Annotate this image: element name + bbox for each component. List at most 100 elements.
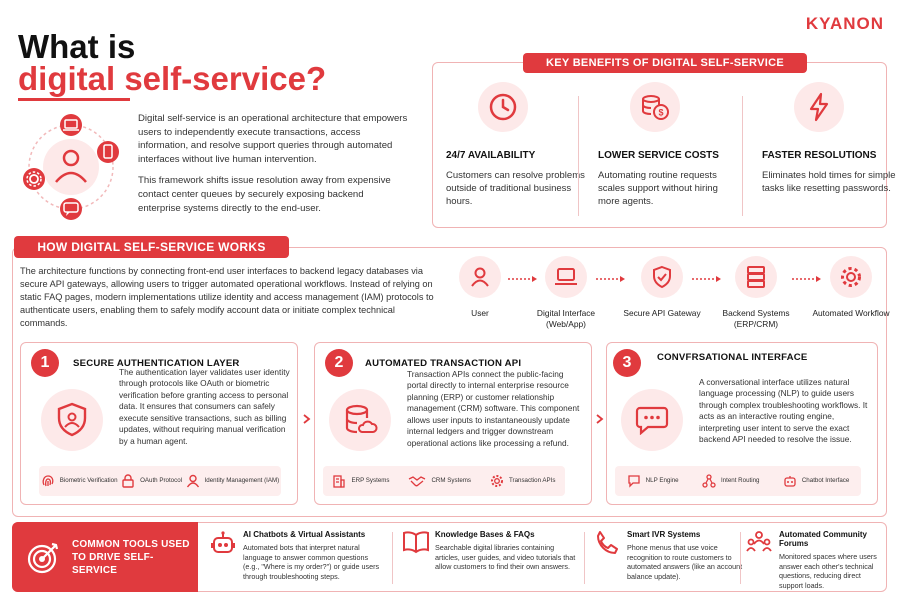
flow-node-digital-interface: Digital Interface (Web/App) xyxy=(526,256,606,330)
flow-label: Backend Systems (ERP/CRM) xyxy=(722,308,790,329)
flow-node-automated-workflow: Automated Workflow xyxy=(811,256,891,319)
flow-node-user: User xyxy=(440,256,520,319)
tool-description: Searchable digital libraries containing … xyxy=(435,543,576,572)
step-description: Transaction APIs connect the public-faci… xyxy=(407,369,580,448)
gear-icon xyxy=(830,256,872,298)
tool-divider xyxy=(740,532,741,584)
svg-text:$: $ xyxy=(658,108,663,118)
shield-lock-icon xyxy=(41,389,103,451)
tool-knowledge-bases: Knowledge Bases & FAQs Searchable digita… xyxy=(402,530,577,572)
title-underline xyxy=(18,98,130,101)
gear-icon xyxy=(490,474,504,488)
benefit-divider xyxy=(578,96,579,216)
common-tools-heading-block: COMMON TOOLS USED TO DRIVE SELF-SERVICE xyxy=(12,522,198,592)
tool-ai-chatbots: AI Chatbots & Virtual Assistants Automat… xyxy=(210,530,385,582)
robot-icon xyxy=(210,530,236,582)
benefit-title: FASTER RESOLUTIONS xyxy=(762,150,877,161)
component-label: ERP Systems xyxy=(351,476,390,484)
flow-node-api-gateway: Secure API Gateway xyxy=(622,256,702,319)
benefit-description: Eliminates hold times for simple tasks l… xyxy=(762,170,896,195)
flow-label: Digital Interface (Web/App) xyxy=(536,308,596,329)
component-chatbot: Chatbot Interface xyxy=(783,474,849,488)
tool-title: AI Chatbots & Virtual Assistants xyxy=(243,530,366,539)
flow-arrow xyxy=(792,275,822,283)
key-benefits-heading: KEY BENEFITS OF DIGITAL SELF-SERVICE xyxy=(523,53,807,73)
component-label: Identity Management (IAM) xyxy=(204,476,280,484)
flow-node-backend-systems: Backend Systems (ERP/CRM) xyxy=(716,256,796,330)
component-label: CRM Systems xyxy=(431,476,472,484)
how-it-works-description: The architecture functions by connecting… xyxy=(20,266,434,329)
target-icon xyxy=(26,539,62,575)
component-oauth: OAuth Protocol xyxy=(121,474,182,488)
clock-icon xyxy=(478,82,528,132)
component-biometric: Biometric Verification xyxy=(41,474,118,488)
step-title: SECURE AUTHENTICATION LAYER xyxy=(73,358,240,369)
component-crm: CRM Systems xyxy=(408,474,471,488)
tool-title: Knowledge Bases & FAQs xyxy=(435,530,535,539)
step-card-authentication: 1 SECURE AUTHENTICATION LAYER The authen… xyxy=(20,342,298,505)
benefit-title: 24/7 AVAILABILITY xyxy=(446,150,536,161)
component-label: Intent Routing xyxy=(720,476,760,484)
step-number: 3 xyxy=(613,349,641,377)
component-iam: Identity Management (IAM) xyxy=(186,474,280,488)
robot-icon xyxy=(783,474,797,488)
flow-arrow xyxy=(508,275,538,283)
how-it-works-panel xyxy=(12,247,887,517)
step-card-conversational: 3 CONVFRSATIONAL INTERFACE A conversatio… xyxy=(606,342,878,505)
tool-description: Automated bots that interpret natural la… xyxy=(243,543,380,582)
intro-paragraph-2: This framework shifts issue resolution a… xyxy=(138,175,391,214)
tool-description: Phone menus that use voice recognition t… xyxy=(627,543,743,582)
step-number: 2 xyxy=(325,349,353,377)
component-label: NLP Engine xyxy=(645,476,679,484)
component-label: Biometric Verification xyxy=(59,476,118,484)
phone-icon xyxy=(594,530,620,582)
component-erp: ERP Systems xyxy=(332,474,390,488)
shield-icon xyxy=(641,256,683,298)
tool-smart-ivr: Smart IVR Systems Phone menus that use v… xyxy=(594,530,744,582)
benefit-divider xyxy=(742,96,743,216)
step-card-transaction-api: 2 AUTOMATED TRANSACTION API Transaction … xyxy=(314,342,592,505)
common-tools-heading: COMMON TOOLS USED TO DRIVE SELF-SERVICE xyxy=(72,538,190,576)
lightning-icon xyxy=(794,82,844,132)
handshake-icon xyxy=(408,474,426,488)
brand-logo: KYANON xyxy=(805,14,884,33)
chevron-right-icon xyxy=(303,414,311,424)
flow-label: User xyxy=(471,308,489,318)
step-components-strip: Biometric Verification OAuth Protocol Id… xyxy=(39,466,281,496)
user-icon xyxy=(459,256,501,298)
flow-label: Secure API Gateway xyxy=(623,308,701,318)
step-components-strip: NLP Engine Intent Routing Chatbot Interf… xyxy=(615,466,861,496)
flow-arrow xyxy=(692,275,722,283)
how-it-works-heading: HOW DIGITAL SELF-SERVICE WORKS xyxy=(14,236,289,258)
tool-title: Automated Community Forums xyxy=(779,530,867,548)
component-transaction-apis: Transaction APIs xyxy=(490,474,556,488)
page-title-line2: digital self-service? xyxy=(18,60,327,97)
benefit-faster-resolutions: FASTER RESOLUTIONS Eliminates hold times… xyxy=(762,82,900,195)
benefit-lower-costs: $ LOWER SERVICE COSTS Automating routine… xyxy=(598,82,738,208)
chat-bubble-icon xyxy=(621,389,683,451)
self-service-hub-graphic xyxy=(16,112,126,222)
component-nlp: NLP Engine xyxy=(627,474,679,488)
benefit-title: LOWER SERVICE COSTS xyxy=(598,150,719,161)
flow-label: Automated Workflow xyxy=(812,308,890,318)
tool-description: Monitored spaces where users answer each… xyxy=(779,552,877,591)
intro-paragraph-1: Digital self-service is an operational a… xyxy=(138,113,408,165)
coins-icon: $ xyxy=(630,82,680,132)
laptop-icon xyxy=(545,256,587,298)
component-label: Chatbot Interface xyxy=(801,476,850,484)
network-icon xyxy=(702,474,716,488)
tool-title: Smart IVR Systems xyxy=(627,530,701,539)
benefit-description: Customers can resolve problems outside o… xyxy=(446,170,585,208)
step-title: AUTOMATED TRANSACTION API xyxy=(365,358,522,369)
step-title: CONVFRSATIONAL INTERFACE xyxy=(657,352,808,363)
step-components-strip: ERP Systems CRM Systems Transaction APIs xyxy=(323,466,565,496)
step-description: The authentication layer validates user … xyxy=(119,367,290,446)
user-icon xyxy=(186,474,200,488)
component-label: OAuth Protocol xyxy=(140,476,183,484)
database-cloud-icon xyxy=(329,389,391,451)
component-intent-routing: Intent Routing xyxy=(702,474,760,488)
building-icon xyxy=(332,474,346,488)
step-number: 1 xyxy=(31,349,59,377)
component-label: Transaction APIs xyxy=(508,476,556,484)
tool-community-forums: Automated Community Forums Monitored spa… xyxy=(746,530,884,591)
